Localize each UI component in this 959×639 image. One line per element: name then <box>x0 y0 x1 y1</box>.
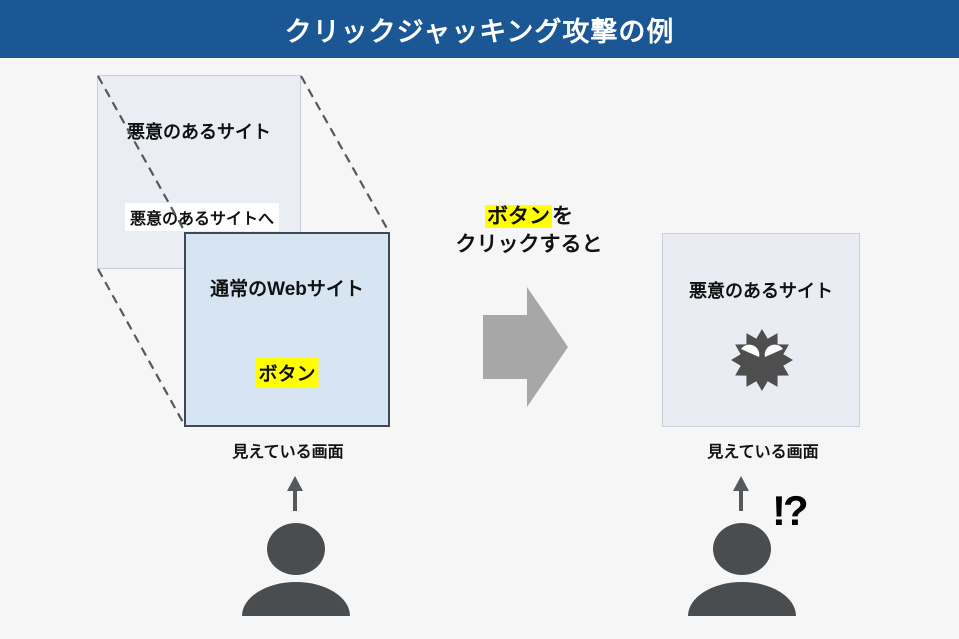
highlighted-button-word: ボタン <box>485 205 552 228</box>
visible-screen-caption-right: 見えている画面 <box>707 444 819 461</box>
visible-screen-caption-left: 見えている画面 <box>232 444 344 461</box>
normal-site-title: 通常のWebサイト <box>210 279 364 300</box>
right-block-arrow-icon <box>483 287 568 407</box>
arrow-up-head <box>287 476 303 491</box>
person-head <box>267 523 325 575</box>
result-malicious-site-title: 悪意のあるサイト <box>689 281 833 301</box>
person-silhouette-icon-left <box>242 523 350 616</box>
spiky-virus-face-icon <box>731 329 793 391</box>
middle-line1-suffix: を <box>552 205 573 228</box>
person-silhouette-icon-right <box>688 523 796 616</box>
malicious-site-title: 悪意のあるサイト <box>127 122 271 142</box>
arrow-up-head <box>733 476 749 491</box>
malicious-site-link-label: 悪意のあるサイトへ <box>125 203 280 231</box>
arrow-up-icon-right <box>732 476 750 511</box>
header-bar: クリックジャッキング攻撃の例 <box>0 0 959 58</box>
result-malicious-site-box: 悪意のあるサイト <box>662 233 860 427</box>
middle-line2: クリックすると <box>455 233 603 256</box>
arrow-up-shaft <box>739 490 743 511</box>
arrow-up-icon-left <box>286 476 304 511</box>
middle-explanation: ボタンを クリックすると <box>444 203 614 259</box>
page-title: クリックジャッキング攻撃の例 <box>284 16 675 47</box>
decoy-button: ボタン <box>255 358 319 387</box>
person-head <box>713 523 771 575</box>
surprise-mark: !? <box>772 487 809 534</box>
normal-site-box: 通常のWebサイト ボタン <box>184 232 390 427</box>
arrow-up-shaft <box>293 490 297 511</box>
